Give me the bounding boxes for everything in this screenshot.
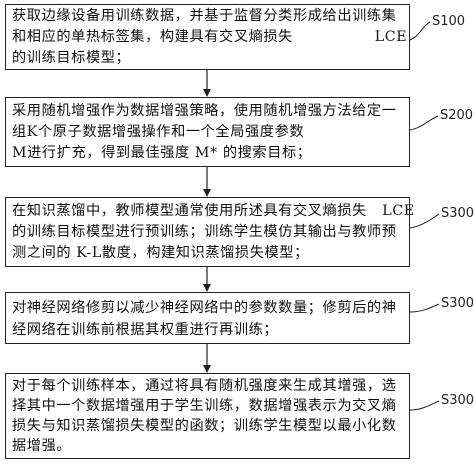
step-s300b-line-2: 经网络在训练前根据其权重进行再训练； [12, 322, 279, 338]
step-s200-line-2: 组K个原子数据增强操作和一个全局强度参数 [12, 124, 305, 140]
step-s100-line-3: 的训练目标模型； [12, 50, 131, 66]
leader-curve-s300b [409, 303, 440, 313]
step-box-s200: 采用随机增强作为数据增强策略，使用随机增强方法给定一 组K个原子数据增强操作和一… [5, 97, 410, 167]
step-s300a-label: S300 [441, 206, 474, 221]
step-box-s300-distillation: 在知识蒸馏中，教师模型通常使用所述具有交叉熵损失 LCE 的训练目标模型进行预训… [5, 197, 414, 267]
leader-curve-s300c [409, 400, 440, 411]
step-s300b-line-1: 对神经网络修剪以减少神经网络中的参数数量；修剪后的神 [12, 300, 397, 316]
step-s300c-line-2: 择其中一个数据增强用于学生训练，数据增强表示为交叉熵 [12, 398, 397, 414]
step-s300b-label: S300 [441, 296, 474, 311]
step-s200-label: S200 [440, 108, 474, 123]
step-s300c-line-1: 对于每个训练样本，通过将具有随机强度来生成其增强，选 [12, 378, 397, 394]
step-box-s300-augmentation: 对于每个训练样本，通过将具有随机强度来生成其增强，选 择其中一个数据增强用于学生… [5, 373, 410, 459]
leader-curve-s100 [409, 21, 431, 41]
step-s100-line-1: 获取边缘设备用训练数据，并基于监督分类形成给出训练集 [12, 8, 397, 24]
leader-curve-s200 [409, 115, 439, 131]
step-s300c-label: S300 [441, 393, 474, 408]
step-s300c-line-4: 据增强。 [12, 438, 72, 454]
step-s300a-line-3: 测之间的 K-L散度，构建知识蒸馏损失模型； [12, 245, 309, 261]
step-s200-line-3: M进行扩充，得到最佳强度 M* 的搜索目标； [12, 145, 312, 161]
step-s300a-line-2: 的训练目标模型进行预训练；训练学生模仿其输出与教师预 [12, 224, 397, 240]
step-box-s100: 获取边缘设备用训练数据，并基于监督分类形成给出训练集 和相应的单热标签集，构建具… [5, 4, 410, 70]
step-s100-line-2: 和相应的单热标签集，构建具有交叉熵损失 LCE [12, 29, 408, 45]
step-box-s300-pruning: 对神经网络修剪以减少神经网络中的参数数量；修剪后的神 经网络在训练前根据其权重进… [5, 292, 410, 344]
step-s300a-line-1: 在知识蒸馏中，教师模型通常使用所述具有交叉熵损失 LCE [12, 203, 415, 219]
step-s300c-line-3: 损失与知识蒸馏损失模型的函数；训练学生模型以最小化数 [12, 418, 397, 434]
step-s100-label: S100 [432, 14, 466, 29]
step-s200-line-1: 采用随机增强作为数据增强策略，使用随机增强方法给定一 [12, 103, 397, 119]
